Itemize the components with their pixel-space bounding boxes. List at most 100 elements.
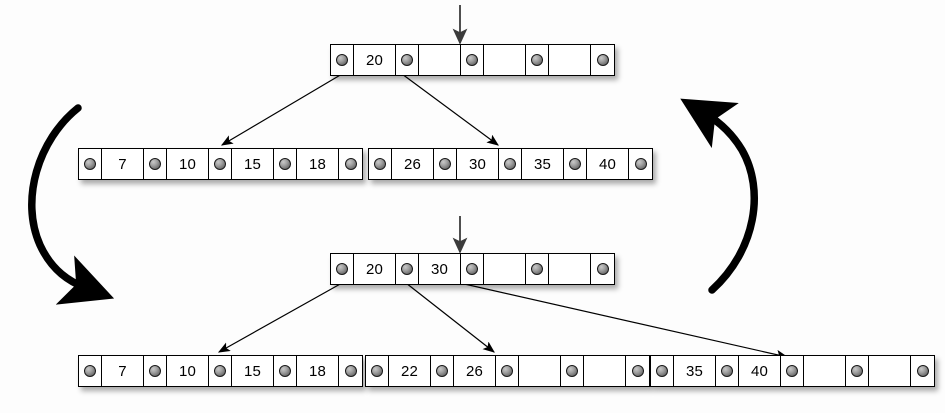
key-cell[interactable]: 15 (232, 149, 274, 179)
edge-root-after-to-left-leaf (217, 282, 343, 353)
pointer-dot-icon (336, 263, 348, 275)
pointer-dot-icon (84, 158, 96, 170)
key-cell[interactable]: 30 (419, 254, 461, 284)
pointer-cell[interactable] (626, 356, 649, 386)
key-cell[interactable]: 10 (167, 356, 209, 386)
pointer-dot-icon (596, 263, 609, 275)
pointer-cell[interactable] (431, 356, 454, 386)
key-cell[interactable]: 40 (587, 149, 629, 179)
pointer-cell[interactable] (339, 356, 362, 386)
pointer-dot-icon (596, 54, 609, 66)
key-cell[interactable]: 26 (454, 356, 496, 386)
key-cell-empty[interactable] (869, 356, 911, 386)
leaf-node-after-left[interactable]: 7 10 15 18 (78, 355, 363, 387)
pointer-dot-icon (371, 365, 383, 377)
pointer-dot-icon (401, 263, 413, 275)
pointer-cell[interactable] (651, 356, 674, 386)
pointer-dot-icon (336, 54, 348, 66)
edge-root-after-to-middle-leaf (405, 282, 495, 353)
pointer-cell[interactable] (591, 254, 614, 284)
pointer-cell[interactable] (366, 356, 389, 386)
pointer-cell[interactable] (331, 45, 354, 75)
pointer-cell[interactable] (339, 149, 362, 179)
pointer-cell[interactable] (209, 356, 232, 386)
key-cell-empty[interactable] (519, 356, 561, 386)
pointer-dot-icon (569, 158, 581, 170)
pointer-cell[interactable] (369, 149, 392, 179)
key-cell[interactable]: 22 (389, 356, 431, 386)
leaf-node-after-right[interactable]: 35 40 (650, 355, 935, 387)
pointer-dot-icon (634, 158, 647, 170)
pointer-cell[interactable] (846, 356, 869, 386)
key-cell-empty[interactable] (584, 356, 626, 386)
key-cell[interactable]: 40 (739, 356, 781, 386)
pointer-cell[interactable] (526, 254, 549, 284)
key-cell[interactable]: 35 (522, 149, 564, 179)
key-cell[interactable]: 30 (457, 149, 499, 179)
pointer-cell[interactable] (496, 356, 519, 386)
pointer-cell[interactable] (564, 149, 587, 179)
pointer-dot-icon (439, 158, 451, 170)
key-cell[interactable]: 26 (392, 149, 434, 179)
key-cell-empty[interactable] (549, 254, 591, 284)
key-cell-empty[interactable] (804, 356, 846, 386)
key-cell[interactable]: 20 (354, 254, 396, 284)
key-cell[interactable]: 10 (167, 149, 209, 179)
pointer-dot-icon (214, 365, 226, 377)
pointer-dot-icon (466, 54, 478, 66)
pointer-cell[interactable] (499, 149, 522, 179)
pointer-cell[interactable] (591, 45, 614, 75)
pointer-dot-icon (149, 158, 161, 170)
pointer-cell[interactable] (434, 149, 457, 179)
pointer-dot-icon (374, 158, 386, 170)
leaf-node-after-middle[interactable]: 22 26 (365, 355, 650, 387)
pointer-dot-icon (531, 263, 543, 275)
leaf-node-before-right[interactable]: 26 30 35 40 (368, 148, 653, 180)
pointer-dot-icon (84, 365, 96, 377)
root-node-before[interactable]: 20 (330, 44, 615, 76)
leaf-node-before-left[interactable]: 7 10 15 18 (78, 148, 363, 180)
pointer-cell[interactable] (911, 356, 934, 386)
key-cell[interactable]: 18 (297, 149, 339, 179)
pointer-cell[interactable] (79, 356, 102, 386)
key-cell[interactable]: 18 (297, 356, 339, 386)
pointer-cell[interactable] (274, 356, 297, 386)
flow-arrow-right-up (680, 98, 758, 294)
pointer-dot-icon (436, 365, 448, 377)
tree-edges (217, 73, 789, 360)
key-cell[interactable]: 7 (102, 356, 144, 386)
pointer-cell[interactable] (396, 254, 419, 284)
pointer-dot-icon (279, 365, 291, 377)
pointer-cell[interactable] (716, 356, 739, 386)
pointer-cell[interactable] (461, 45, 484, 75)
root-node-after[interactable]: 20 30 (330, 253, 615, 285)
pointer-cell[interactable] (561, 356, 584, 386)
pointer-cell[interactable] (144, 356, 167, 386)
pointer-dot-icon (214, 158, 226, 170)
key-cell-empty[interactable] (549, 45, 591, 75)
pointer-cell[interactable] (781, 356, 804, 386)
key-cell[interactable]: 15 (232, 356, 274, 386)
key-cell[interactable]: 35 (674, 356, 716, 386)
pointer-cell[interactable] (209, 149, 232, 179)
pointer-cell[interactable] (274, 149, 297, 179)
pointer-cell[interactable] (396, 45, 419, 75)
pointer-cell[interactable] (144, 149, 167, 179)
edge-root-after-to-right-leaf (459, 282, 789, 360)
pointer-cell[interactable] (629, 149, 652, 179)
pointer-dot-icon (149, 365, 161, 377)
pointer-dot-icon (631, 365, 644, 377)
flow-arrow-left-down (28, 104, 115, 305)
key-cell-empty[interactable] (484, 45, 526, 75)
pointer-cell[interactable] (331, 254, 354, 284)
pointer-dot-icon (279, 158, 291, 170)
key-cell[interactable]: 20 (354, 45, 396, 75)
key-cell-empty[interactable] (484, 254, 526, 284)
pointer-cell[interactable] (461, 254, 484, 284)
key-cell[interactable]: 7 (102, 149, 144, 179)
pointer-cell[interactable] (526, 45, 549, 75)
key-cell-empty[interactable] (419, 45, 461, 75)
pointer-dot-icon (566, 365, 578, 377)
pointer-cell[interactable] (79, 149, 102, 179)
